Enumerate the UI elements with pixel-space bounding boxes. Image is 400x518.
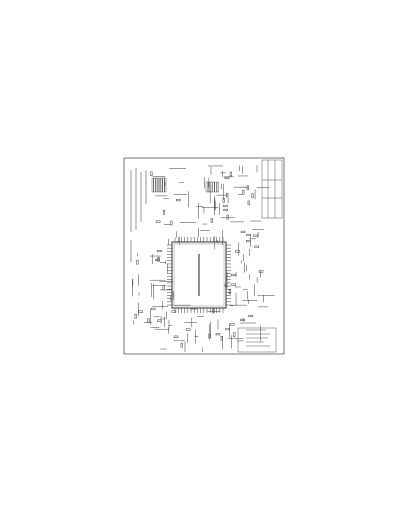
connector-pin	[205, 181, 208, 193]
connector-pin	[210, 181, 213, 193]
component	[231, 273, 236, 277]
component	[150, 171, 153, 177]
component	[240, 318, 245, 322]
connector-pin	[212, 181, 215, 193]
component	[220, 336, 223, 341]
component	[235, 250, 240, 253]
component	[134, 313, 137, 319]
connector-pin	[155, 177, 158, 193]
component	[226, 214, 229, 220]
component	[180, 342, 183, 348]
component	[242, 189, 245, 195]
component	[251, 193, 254, 198]
component	[225, 328, 230, 331]
component	[226, 192, 229, 198]
title-block	[261, 159, 283, 219]
component	[173, 335, 179, 338]
component	[162, 285, 165, 291]
component	[215, 333, 221, 336]
connector-pin	[157, 177, 159, 193]
circuit-traces	[132, 165, 275, 352]
component	[208, 333, 211, 339]
component	[171, 310, 177, 313]
component	[224, 176, 230, 180]
components	[134, 171, 264, 348]
component	[156, 319, 162, 322]
component	[246, 233, 251, 237]
component	[231, 283, 236, 286]
connector-pin	[214, 181, 217, 193]
schematic-notes-area	[130, 168, 147, 262]
component	[247, 200, 250, 206]
component	[258, 270, 264, 273]
component	[254, 245, 259, 248]
component	[138, 310, 143, 313]
connector-pin	[158, 177, 161, 193]
component	[155, 220, 161, 223]
component	[228, 289, 231, 295]
component	[223, 204, 228, 208]
component	[157, 249, 162, 253]
component	[246, 240, 251, 243]
component	[229, 323, 235, 326]
connector-pin	[162, 177, 165, 193]
component	[147, 318, 150, 323]
main-ic	[171, 241, 227, 309]
component	[185, 328, 191, 331]
component	[170, 220, 173, 226]
connector-pin	[164, 177, 167, 193]
connector-pin	[216, 181, 219, 193]
component	[223, 208, 228, 212]
component	[176, 199, 181, 202]
notes-box	[237, 327, 277, 353]
ic-pins	[167, 237, 231, 313]
component	[248, 314, 253, 318]
component	[150, 307, 156, 310]
component	[222, 198, 225, 203]
component	[246, 185, 249, 191]
component	[155, 258, 160, 261]
component	[136, 259, 139, 265]
component	[253, 234, 258, 237]
component	[233, 332, 236, 338]
connector-pin	[160, 177, 163, 193]
connector-pin	[151, 177, 154, 193]
component	[210, 218, 213, 223]
component	[240, 230, 246, 234]
component	[162, 209, 166, 215]
component	[212, 308, 215, 314]
component	[229, 171, 232, 177]
connector-pin	[207, 181, 210, 193]
connector-pin	[153, 177, 156, 193]
drawing-frame	[123, 157, 285, 355]
